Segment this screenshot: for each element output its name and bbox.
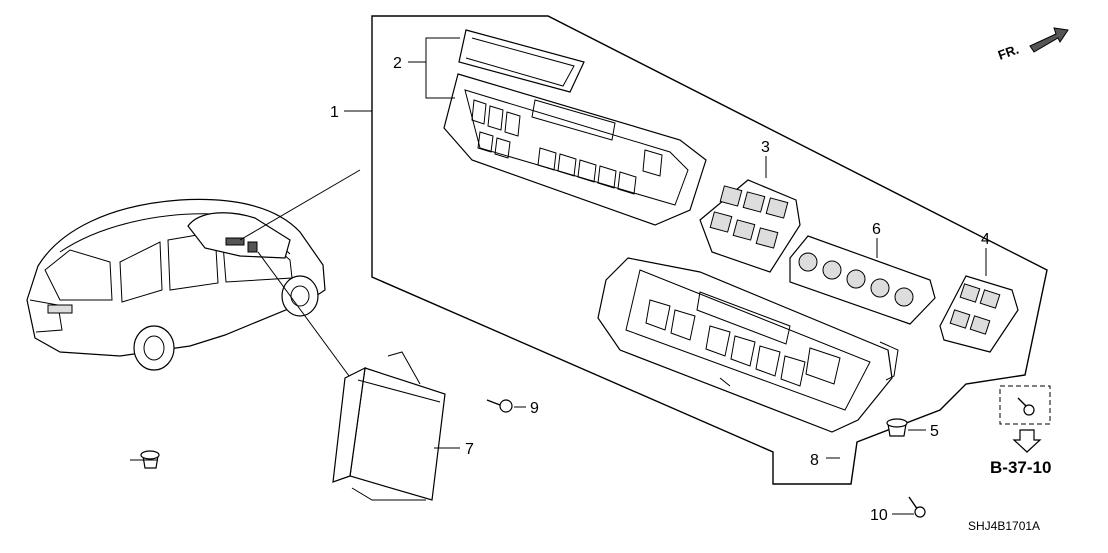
switch-cluster-4 [939,275,1019,353]
callout-7: 7 [465,441,474,458]
leader-vehicle-to-unit [257,251,353,381]
leader-vehicle-to-panel [239,169,361,241]
reference-label: B-37-10 [990,458,1051,477]
reference-box [999,385,1051,453]
callout-5: 5 [930,423,939,440]
callout-8: 8 [810,452,819,469]
callout-9: 9 [530,400,539,417]
callout-4: 4 [981,231,990,248]
callout-3: 3 [761,139,770,156]
callout-10: 10 [870,507,888,524]
screw-9 [486,399,513,413]
bracket-2 [425,37,460,99]
screw-10 [908,496,926,518]
switch-cluster-3 [699,179,801,273]
callout-2: 2 [393,55,402,72]
bezel-assembly [443,29,707,226]
front-indicator-label: FR. [996,42,1021,63]
control-unit-board [597,257,899,433]
callout-6: 6 [872,221,881,238]
clip-5 [886,418,908,437]
clip-8 [140,450,160,469]
control-module-7 [332,351,446,501]
callout-1: 1 [330,104,339,121]
vehicle-illustration [26,198,326,371]
drawing-code: SHJ4B1701A [968,519,1040,533]
front-arrow-icon [1029,27,1069,53]
knob-cluster-6 [789,235,936,325]
